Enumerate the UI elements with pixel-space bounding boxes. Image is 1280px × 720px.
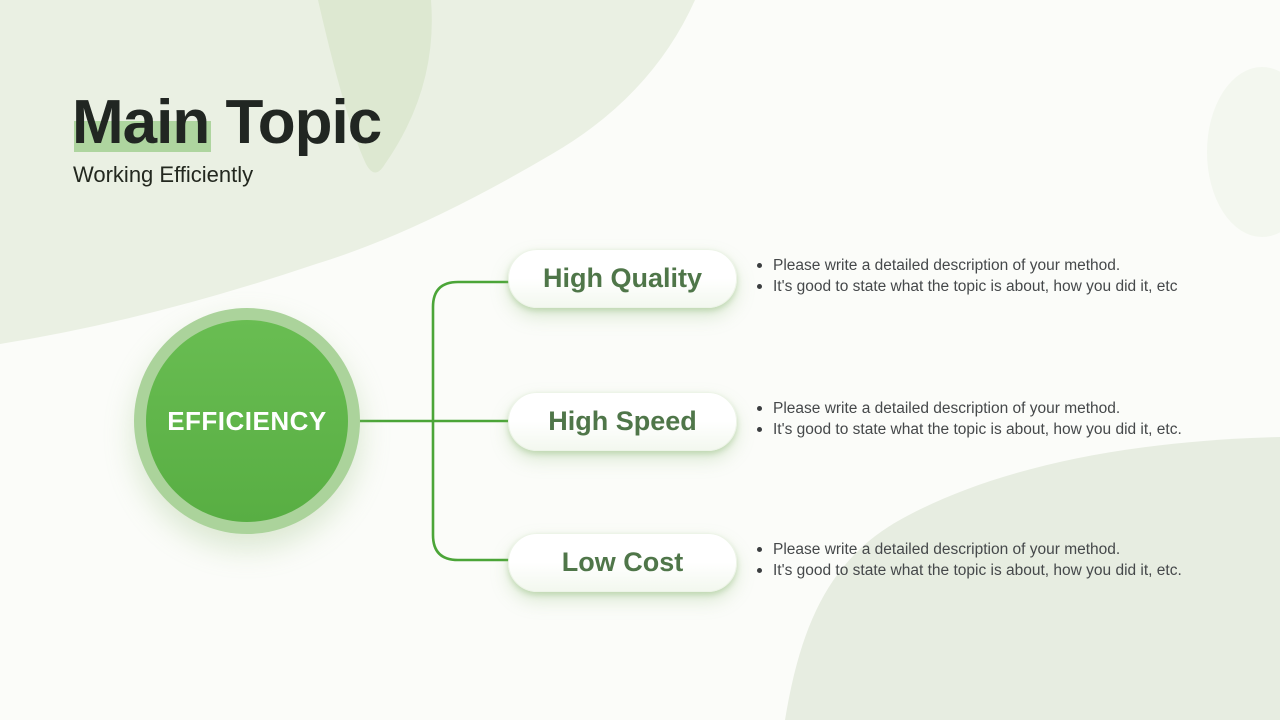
- bullet-text: It's good to state what the topic is abo…: [773, 561, 1182, 579]
- branch-description-low-cost: Please write a detailed description of y…: [757, 539, 1182, 581]
- bullet-line: It's good to state what the topic is abo…: [757, 276, 1177, 297]
- blob-top-left: [0, 0, 695, 344]
- bullet-text: It's good to state what the topic is abo…: [773, 277, 1178, 295]
- page-title: Main Topic: [72, 88, 382, 157]
- bullet-dot-icon: [757, 406, 762, 411]
- bullet-dot-icon: [757, 284, 762, 289]
- bullet-line: Please write a detailed description of y…: [757, 398, 1182, 419]
- bullet-text: Please write a detailed description of y…: [773, 256, 1121, 274]
- bullet-line: It's good to state what the topic is abo…: [757, 419, 1182, 440]
- center-node[interactable]: EFFICIENCY: [146, 320, 348, 522]
- bullet-dot-icon: [757, 547, 762, 552]
- connector-top: [431, 280, 512, 423]
- bullet-text: Please write a detailed description of y…: [773, 540, 1121, 558]
- bullet-text: Please write a detailed description of y…: [773, 399, 1121, 417]
- bullet-text: It's good to state what the topic is abo…: [773, 420, 1182, 438]
- bullet-dot-icon: [757, 427, 762, 432]
- branch-node-high-speed[interactable]: High Speed: [508, 392, 737, 451]
- blob-bottom-right: [785, 437, 1280, 720]
- blob-leaf-top: [318, 0, 432, 173]
- branch-label: High Quality: [542, 263, 702, 293]
- blob-top-right: [1207, 67, 1280, 237]
- center-node-label: EFFICIENCY: [167, 405, 327, 436]
- bullet-line: Please write a detailed description of y…: [757, 539, 1182, 560]
- branch-label: High Speed: [548, 406, 697, 436]
- bullet-dot-icon: [757, 263, 762, 268]
- bullet-line: It's good to state what the topic is abo…: [757, 560, 1182, 581]
- center-node-ring[interactable]: EFFICIENCY: [134, 308, 360, 534]
- connector-bottom: [431, 419, 512, 562]
- branch-label: Low Cost: [561, 547, 684, 577]
- branch-description-high-quality: Please write a detailed description of y…: [757, 255, 1177, 297]
- branch-node-high-quality[interactable]: High Quality: [508, 249, 737, 308]
- page-subtitle: Working Efficiently: [73, 162, 254, 187]
- bullet-line: Please write a detailed description of y…: [757, 255, 1177, 276]
- bullet-dot-icon: [757, 568, 762, 573]
- title-highlight: [74, 121, 211, 152]
- branch-node-low-cost[interactable]: Low Cost: [508, 533, 737, 592]
- branch-description-high-speed: Please write a detailed description of y…: [757, 398, 1182, 440]
